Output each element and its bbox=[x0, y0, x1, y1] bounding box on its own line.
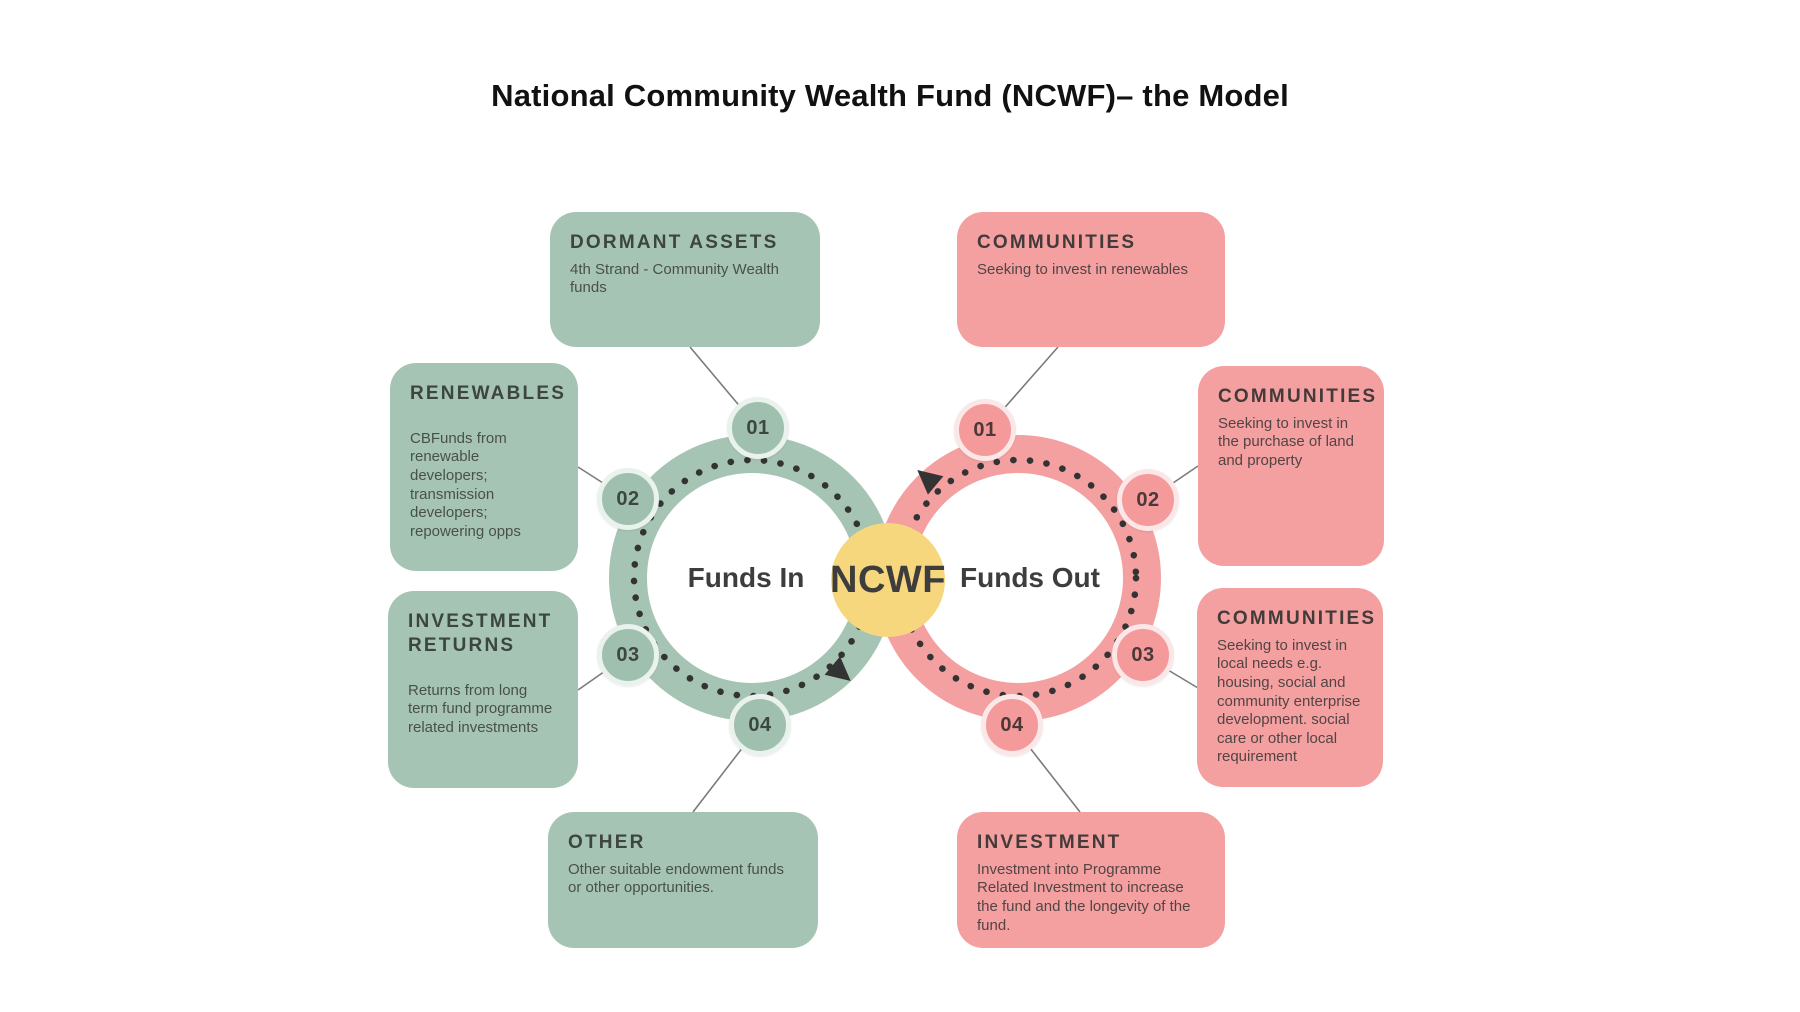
step-badge-funds-out-03: 03 bbox=[1112, 624, 1174, 686]
page-title: National Community Wealth Fund (NCWF)– t… bbox=[491, 78, 1289, 113]
card-heading: OTHER bbox=[568, 832, 646, 853]
card-body: Returns from long term fund programme re… bbox=[408, 681, 553, 736]
card-investment: INVESTMENT Investment into Programme Rel… bbox=[957, 812, 1225, 948]
card-heading: INVESTMENT bbox=[977, 832, 1122, 853]
card-dormant-assets: DORMANT ASSETS 4th Strand - Community We… bbox=[550, 212, 820, 347]
card-investment-returns: INVESTMENT RETURNS Returns from long ter… bbox=[388, 591, 578, 788]
funds-out-flow-arrow-icon bbox=[917, 470, 944, 495]
step-badge-funds-in-04: 04 bbox=[729, 694, 791, 756]
card-heading: COMMUNITIES bbox=[1218, 386, 1378, 407]
card-heading: COMMUNITIES bbox=[1217, 608, 1377, 629]
card-other: OTHER Other suitable endowment funds or … bbox=[548, 812, 818, 948]
card-renewables: RENEWABLES CBFunds from renewable develo… bbox=[390, 363, 578, 571]
card-communities-renewables: COMMUNITIES Seeking to invest in renewab… bbox=[957, 212, 1225, 347]
step-badge-funds-in-02: 02 bbox=[597, 468, 659, 530]
card-heading: COMMUNITIES bbox=[977, 232, 1137, 253]
step-badge-funds-in-01: 01 bbox=[727, 397, 789, 459]
card-body: Investment into Programme Related Invest… bbox=[977, 860, 1191, 934]
card-body: Seeking to invest in the purchase of lan… bbox=[1218, 414, 1354, 469]
card-heading: RENEWABLES bbox=[410, 383, 567, 404]
funds-out-label: Funds Out bbox=[960, 562, 1100, 593]
card-body: Seeking to invest in local needs e.g. ho… bbox=[1217, 636, 1361, 766]
step-badge-funds-in-03: 03 bbox=[597, 624, 659, 686]
funds-in-label: Funds In bbox=[687, 562, 805, 593]
step-badge-funds-out-04: 04 bbox=[981, 694, 1043, 756]
card-body: CBFunds from renewable developers; trans… bbox=[410, 429, 521, 540]
card-heading: DORMANT ASSETS bbox=[570, 232, 779, 253]
card-communities-land: COMMUNITIES Seeking to invest in the pur… bbox=[1198, 366, 1384, 566]
ncwf-hub: NCWF bbox=[830, 523, 945, 637]
card-body: Other suitable endowment funds or other … bbox=[568, 860, 784, 897]
step-badge-funds-out-01: 01 bbox=[954, 399, 1016, 461]
card-body: 4th Strand - Community Wealth funds bbox=[570, 260, 779, 297]
step-badge-funds-out-02: 02 bbox=[1117, 469, 1179, 531]
card-heading: INVESTMENT RETURNS bbox=[408, 611, 553, 656]
funds-in-flow-arrow-icon bbox=[824, 656, 851, 681]
card-communities-local: COMMUNITIES Seeking to invest in local n… bbox=[1197, 588, 1383, 787]
card-body: Seeking to invest in renewables bbox=[977, 260, 1188, 278]
